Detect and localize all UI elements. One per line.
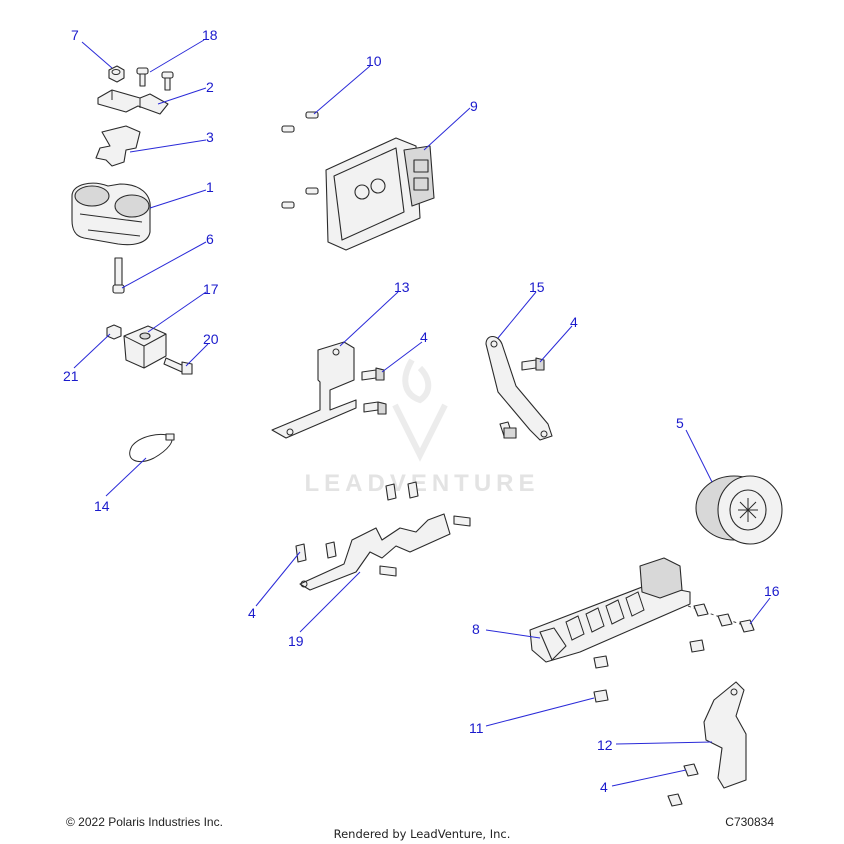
callout-numbers: 7 18 2 3 1 6 17 20 21 14 10 9 13 4 15 4 … bbox=[63, 27, 780, 795]
part-7-nut[interactable] bbox=[108, 65, 125, 83]
part-10-screws[interactable] bbox=[281, 111, 319, 209]
part-9-ecu[interactable] bbox=[325, 137, 435, 251]
callout-17: 17 bbox=[203, 281, 219, 297]
callout-4: 4 bbox=[570, 314, 578, 330]
callout-21: 21 bbox=[63, 368, 79, 384]
callout-19: 19 bbox=[288, 633, 304, 649]
callout-6: 6 bbox=[206, 231, 214, 247]
part-4-bolts-bottom[interactable] bbox=[667, 763, 699, 807]
part-4-bolts-lower[interactable] bbox=[295, 481, 471, 577]
part-13-bracket[interactable] bbox=[271, 341, 357, 439]
copyright-text: © 2022 Polaris Industries Inc. bbox=[66, 815, 223, 829]
callout-2: 2 bbox=[206, 79, 214, 95]
callout-15: 15 bbox=[529, 279, 545, 295]
callout-4: 4 bbox=[420, 329, 428, 345]
callout-20: 20 bbox=[203, 331, 219, 347]
part-11-screws[interactable] bbox=[593, 639, 705, 703]
watermark-logo bbox=[392, 358, 448, 462]
part-14-cable-tie[interactable] bbox=[129, 433, 175, 462]
part-8-relay-box[interactable] bbox=[529, 557, 747, 663]
part-16-nuts[interactable] bbox=[693, 603, 755, 633]
callout-14: 14 bbox=[94, 498, 110, 514]
callout-3: 3 bbox=[206, 129, 214, 145]
callout-10: 10 bbox=[366, 53, 382, 69]
leader-lines bbox=[73, 39, 771, 787]
part-5-grommet[interactable] bbox=[695, 475, 783, 545]
callout-8: 8 bbox=[472, 621, 480, 637]
part-2-bracket[interactable] bbox=[97, 89, 169, 115]
callout-13: 13 bbox=[394, 279, 410, 295]
rendered-by-text: Rendered by LeadVenture, Inc. bbox=[333, 827, 511, 841]
figure-code: C730834 bbox=[725, 815, 774, 829]
callout-5: 5 bbox=[676, 415, 684, 431]
part-1-ignition-coil[interactable] bbox=[71, 182, 151, 246]
callout-18: 18 bbox=[202, 27, 218, 43]
callout-4: 4 bbox=[248, 605, 256, 621]
part-20-bolt[interactable] bbox=[163, 357, 193, 375]
part-15-bracket[interactable] bbox=[485, 335, 553, 441]
leadventure-watermark: LEADVENTURE bbox=[304, 470, 540, 497]
part-3-bracket[interactable] bbox=[95, 125, 141, 167]
callout-4: 4 bbox=[600, 779, 608, 795]
callout-1: 1 bbox=[206, 179, 214, 195]
callout-12: 12 bbox=[597, 737, 613, 753]
part-17-rubber-block[interactable] bbox=[123, 325, 167, 369]
part-6-bolt[interactable] bbox=[112, 257, 125, 294]
part-18-screws[interactable] bbox=[136, 67, 174, 91]
part-21-nut[interactable] bbox=[106, 324, 122, 340]
callout-16: 16 bbox=[764, 583, 780, 599]
callout-7: 7 bbox=[71, 27, 79, 43]
part-19-bracket[interactable] bbox=[299, 513, 451, 591]
part-12-bracket[interactable] bbox=[703, 681, 747, 789]
part-4-bolts-upper[interactable] bbox=[361, 367, 387, 415]
callout-11: 11 bbox=[469, 720, 484, 736]
callout-9: 9 bbox=[470, 98, 478, 114]
part-4-bolts-right[interactable] bbox=[499, 357, 545, 439]
